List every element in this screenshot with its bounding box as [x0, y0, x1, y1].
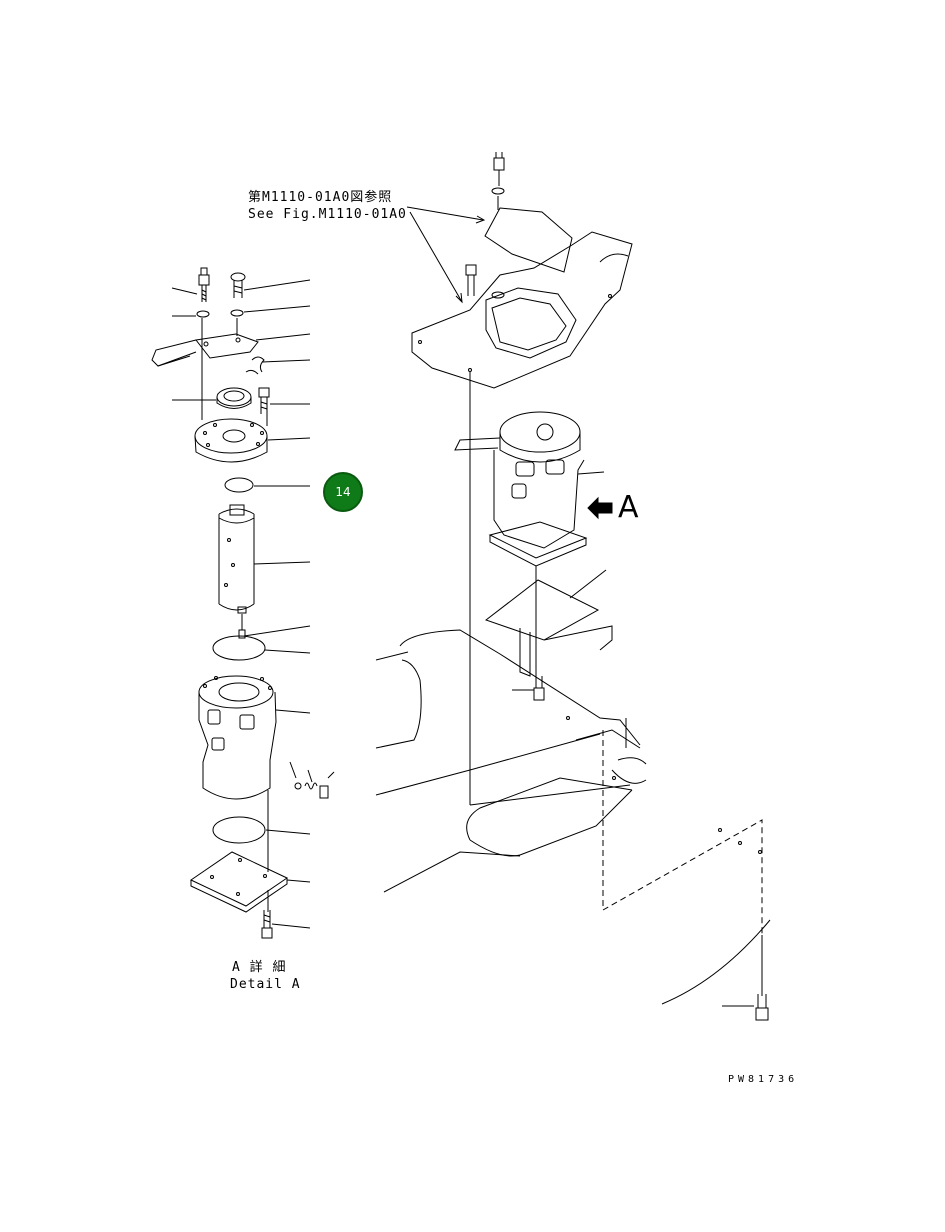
washer-part — [196, 310, 210, 318]
main-assembly-view — [375, 152, 771, 1021]
callout-14[interactable]: 14 — [323, 472, 363, 512]
bolt-part — [261, 910, 273, 939]
lever-plate-part — [151, 333, 259, 367]
view-arrow-icon — [587, 496, 613, 520]
o-ring-part — [224, 477, 254, 493]
detail-a-exploded-view — [151, 267, 335, 939]
reference-note-en: See Fig.M1110-01A0 — [248, 207, 407, 222]
washer-part — [230, 309, 244, 317]
swivel-joint-assembly — [454, 411, 605, 567]
gasket-part — [212, 816, 266, 844]
gasket-part — [212, 635, 266, 661]
bottom-plate-part — [189, 851, 289, 913]
rotor-cylinder-part — [218, 504, 255, 639]
reference-note-jp: 第M1110-01A0図参照 — [248, 190, 393, 205]
swivel-body-part — [198, 675, 277, 800]
bolt-part — [230, 272, 246, 298]
pin-parts — [289, 761, 335, 799]
seal-part — [216, 387, 252, 409]
view-arrow-label: A — [618, 490, 639, 525]
detail-label-en: Detail A — [230, 977, 301, 992]
bolt-part — [258, 387, 270, 414]
bolt-part — [198, 267, 210, 302]
drawing-code: PW81736 — [728, 1074, 799, 1085]
clip-part — [245, 356, 265, 375]
detail-label-jp: A 詳 細 — [232, 960, 287, 975]
flange-cover-part — [194, 418, 268, 463]
